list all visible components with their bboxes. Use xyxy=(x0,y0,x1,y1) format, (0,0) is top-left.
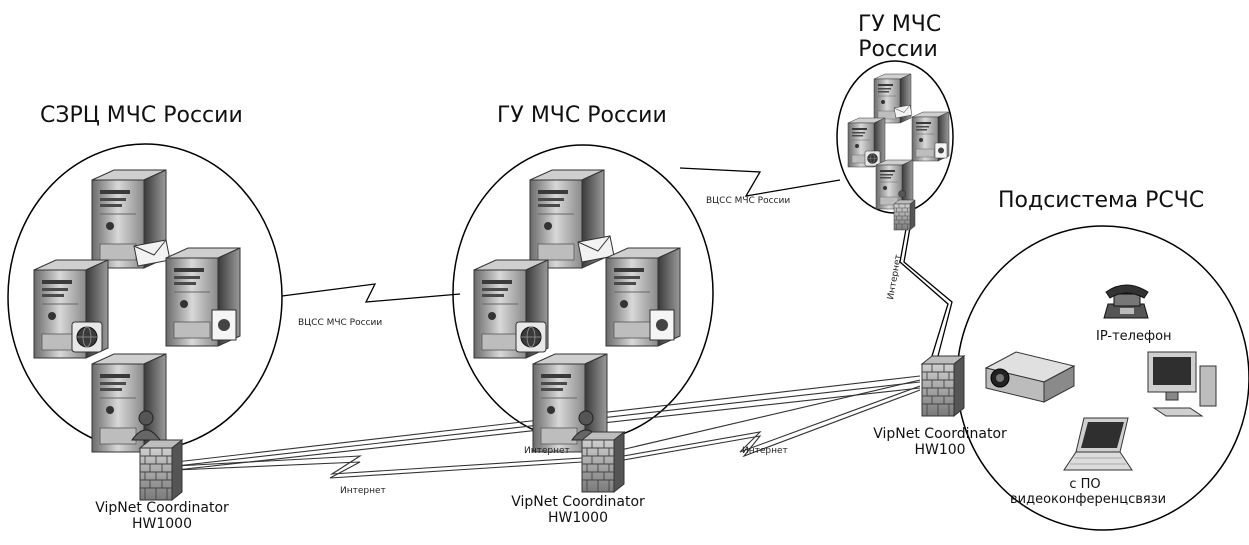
szrc-title: СЗРЦ МЧС России xyxy=(40,103,243,128)
gu-top-title: ГУ МЧС России xyxy=(858,12,938,63)
szrc-coordinator-label: VipNet Coordinator HW1000 xyxy=(92,500,232,532)
gu-center-coordinator-label: VipNet Coordinator HW1000 xyxy=(508,494,648,526)
coordinator-model: HW1000 xyxy=(92,516,232,532)
gu-top-servers xyxy=(848,74,949,230)
link-label-internet-1: Интернет xyxy=(340,486,386,496)
gu-top-title-line2: России xyxy=(858,37,938,62)
link-label-internet-vertical: Интернет xyxy=(886,254,904,301)
gu-top-title-line1: ГУ МЧС xyxy=(858,12,938,37)
monitor-icon xyxy=(1148,352,1216,416)
coordinator-name: VipNet Coordinator xyxy=(870,426,1010,442)
coordinator-name: VipNet Coordinator xyxy=(508,494,648,510)
coordinator-model: HW1000 xyxy=(508,510,648,526)
firewall-icon xyxy=(922,356,964,416)
link-label-vcss-1: ВЦСС МЧС России xyxy=(298,318,382,328)
link-internet-left-center xyxy=(176,462,582,478)
szrc-servers xyxy=(34,170,240,500)
link-internet-gu-top-hw100 xyxy=(900,218,948,356)
coordinator-model: HW100 xyxy=(870,442,1010,458)
firewall-icon xyxy=(140,440,182,500)
link-vcss-gu-top xyxy=(680,168,840,196)
link-label-vcss-2: ВЦСС МЧС России xyxy=(706,196,790,206)
laptop-label-line2: видеоконференцсвязи xyxy=(1010,493,1160,508)
link-vcss-szrc-gu xyxy=(282,284,460,302)
projector-icon xyxy=(986,352,1074,402)
laptop-label: с ПО видеоконференцсвязи xyxy=(1010,478,1160,508)
rschs-coordinator-label: VipNet Coordinator HW100 xyxy=(870,426,1010,458)
firewall-icon xyxy=(894,200,915,230)
globe-icon xyxy=(516,322,546,352)
rschs-title: Подсистема РСЧС xyxy=(998,188,1204,213)
ip-phone-label: IP-телефон xyxy=(1096,330,1172,345)
phone-icon xyxy=(1104,285,1148,318)
coordinator-name: VipNet Coordinator xyxy=(92,500,232,516)
globe-icon xyxy=(72,322,102,352)
laptop-icon xyxy=(1064,418,1132,470)
document-icon xyxy=(212,310,236,340)
document-icon xyxy=(650,310,674,340)
link-label-internet-2: Интернет xyxy=(524,446,570,456)
gu-center-title: ГУ МЧС России xyxy=(497,103,667,128)
firewall-icon xyxy=(582,432,624,492)
link-label-internet-4: Интернет xyxy=(742,446,788,456)
laptop-label-line1: с ПО xyxy=(1010,478,1160,493)
